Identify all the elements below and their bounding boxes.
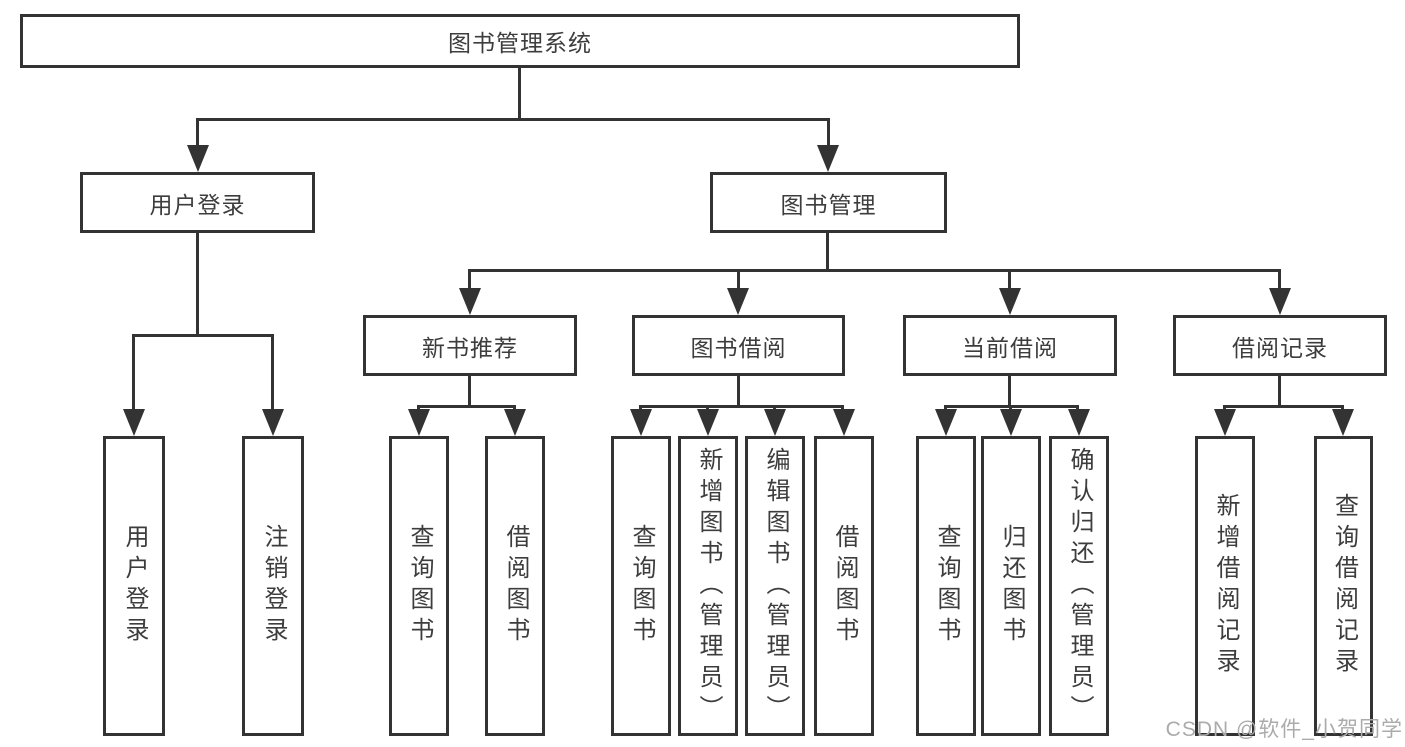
node-leaf-return-books: 归还图书 (981, 436, 1041, 736)
arrow-down-icon (999, 288, 1021, 315)
node-leaf-borrow-books: 借阅图书 (814, 436, 874, 736)
node-label: 借阅记录 (1232, 334, 1328, 361)
connector-stem (1278, 269, 1281, 291)
node-label: 确认归还（管理员） (1066, 446, 1093, 726)
node-borrowing-records: 借阅记录 (1173, 315, 1387, 376)
node-label: 查询图书 (628, 524, 655, 648)
node-label: 借阅图书 (502, 524, 529, 648)
connector-stem (1278, 376, 1281, 408)
node-user-login: 用户登录 (80, 172, 315, 233)
node-label: 新增借阅记录 (1212, 493, 1239, 679)
node-leaf-add-borrow-record: 新增借阅记录 (1195, 436, 1255, 736)
node-leaf-edit-books-admin: 编辑图书（管理员） (745, 436, 805, 736)
node-library-management-system: 图书管理系统 (20, 14, 1020, 68)
arrow-down-icon (630, 409, 652, 436)
connector-stem (196, 118, 199, 148)
node-label: 当前借阅 (962, 334, 1058, 361)
node-book-borrowing: 图书借阅 (632, 315, 845, 376)
connector-stem (827, 118, 830, 148)
connector-stem (132, 334, 135, 412)
connector-book-mgmt-stem (826, 233, 829, 271)
node-leaf-query-books-recommend: 查询图书 (389, 436, 449, 736)
connector-stem (737, 269, 740, 291)
connector-rail (417, 405, 516, 408)
connector-stem (737, 376, 740, 408)
connector-user-login-stem (196, 233, 199, 336)
node-label: 编辑图书（管理员） (762, 446, 789, 726)
arrow-down-icon (1214, 409, 1236, 436)
connector-root-stem (518, 68, 521, 120)
connector-rail (1223, 405, 1344, 408)
node-new-book-recommendation: 新书推荐 (363, 315, 577, 376)
connector-level2-rail (196, 118, 830, 121)
arrow-down-icon (935, 409, 957, 436)
arrow-down-icon (727, 288, 749, 315)
node-book-management: 图书管理 (710, 172, 947, 233)
connector-stem (1008, 269, 1011, 291)
arrow-down-icon (459, 288, 481, 315)
node-label: 查询借阅记录 (1330, 493, 1358, 679)
arrow-down-icon (408, 409, 430, 436)
connector-stem (1008, 376, 1011, 408)
node-leaf-add-books-admin: 新增图书（管理员） (678, 436, 738, 736)
node-label: 图书管理 (780, 191, 877, 218)
node-label: 新增图书（管理员） (695, 446, 722, 726)
arrow-down-icon (1068, 409, 1090, 436)
node-leaf-query-books-borrowing: 查询图书 (611, 436, 671, 736)
node-label: 查询图书 (406, 524, 433, 648)
connector-stem (271, 334, 274, 412)
node-label: 借阅图书 (831, 524, 858, 648)
node-leaf-user-login: 用户登录 (103, 436, 165, 736)
node-leaf-confirm-return-admin: 确认归还（管理员） (1049, 436, 1109, 736)
node-current-borrowing: 当前借阅 (903, 315, 1117, 376)
connector-user-login-rail (132, 334, 274, 337)
arrow-down-icon (1269, 288, 1291, 315)
node-label: 用户登录 (121, 524, 148, 648)
connector-level3-rail (468, 269, 1281, 272)
arrow-down-icon (504, 409, 526, 436)
arrow-down-icon (1332, 409, 1354, 436)
node-label: 归还图书 (998, 524, 1025, 648)
connector-rail (639, 405, 844, 408)
node-leaf-query-books-current: 查询图书 (916, 436, 976, 736)
arrow-down-icon (817, 145, 839, 172)
arrow-down-icon (764, 409, 786, 436)
arrow-down-icon (1000, 409, 1022, 436)
csdn-watermark: CSDN @软件_小贺同学 (1165, 718, 1403, 741)
node-leaf-logout: 注销登录 (242, 436, 304, 736)
arrow-down-icon (833, 409, 855, 436)
arrow-down-icon (262, 409, 284, 436)
connector-stem (468, 269, 471, 291)
node-label: 查询图书 (933, 524, 960, 648)
node-label: 图书借阅 (690, 334, 787, 361)
node-label: 用户登录 (149, 191, 246, 218)
arrow-down-icon (187, 145, 209, 172)
node-leaf-borrow-books-recommend: 借阅图书 (485, 436, 545, 736)
arrow-down-icon (697, 409, 719, 436)
arrow-down-icon (123, 409, 145, 436)
node-label: 图书管理系统 (448, 30, 592, 56)
node-label: 新书推荐 (422, 334, 518, 361)
connector-stem (468, 376, 471, 408)
node-label: 注销登录 (260, 524, 287, 648)
node-leaf-query-borrow-record: 查询借阅记录 (1314, 436, 1373, 736)
